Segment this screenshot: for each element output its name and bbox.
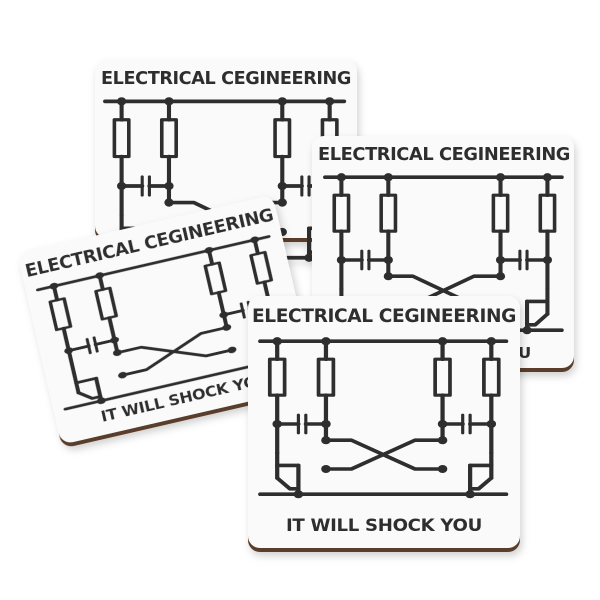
coaster-front: ELECTRICAL CEGINEERING IT WILL SHOCK YOU [248,296,520,552]
coaster-left-tilted: ELECTRICAL CEGINEERING IT WILL SHOCK YOU [19,197,316,447]
coaster-front-tagline: IT WILL SHOCK YOU [286,516,482,536]
coaster-back-top: ELECTRICAL CEGINEERING [95,60,357,262]
coaster-right-title: ELECTRICAL CEGINEERING [318,145,570,165]
coaster-back-top-title: ELECTRICAL CEGINEERING [101,69,351,89]
coaster-front-title: ELECTRICAL CEGINEERING [252,305,516,327]
